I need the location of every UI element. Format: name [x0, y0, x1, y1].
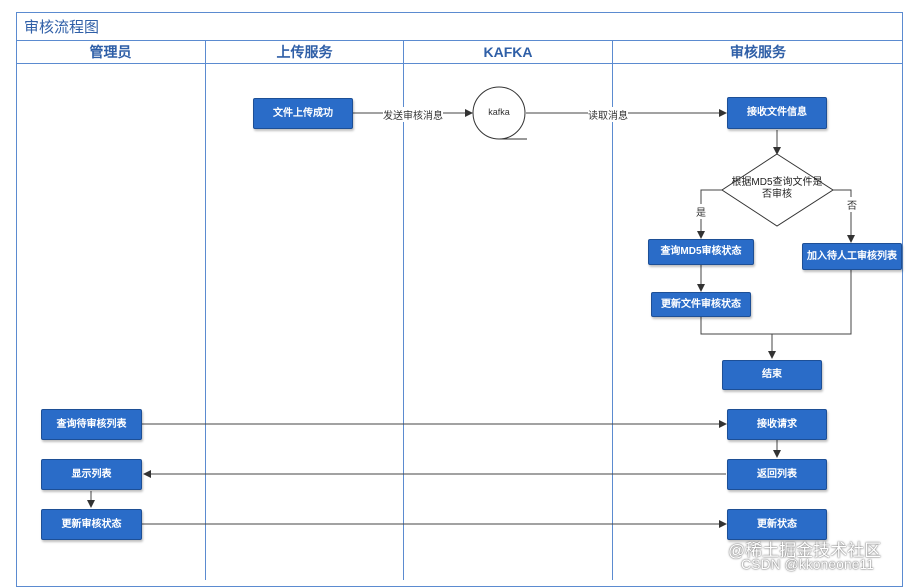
lane-header-divider: [16, 63, 903, 64]
lane-divider: [205, 40, 206, 580]
edge-decision-yes: [697, 189, 722, 239]
title-divider: [16, 40, 903, 41]
node-receive-request: 接收请求: [727, 409, 827, 440]
node-update-audit: 更新审核状态: [41, 509, 142, 540]
edge-decision-no: [833, 189, 855, 243]
node-upload-success: 文件上传成功: [253, 98, 353, 129]
lane-header-kafka: KAFKA: [483, 44, 533, 60]
edge-manual-to-end: [768, 269, 852, 359]
node-add-manual: 加入待人工审核列表: [802, 243, 902, 270]
node-kafka-label: kafka: [488, 107, 510, 117]
node-decision-label: 根据MD5查询文件是否审核: [731, 177, 823, 200]
node-query-pending: 查询待审核列表: [41, 409, 142, 440]
lane-header-upload-service: 上传服务: [276, 44, 333, 60]
node-return-list: 返回列表: [727, 459, 827, 490]
lane-header-audit-service: 审核服务: [730, 44, 786, 60]
node-receive-file: 接收文件信息: [727, 97, 827, 129]
diagram-title: 审核流程图: [24, 19, 100, 36]
lane-divider: [403, 40, 404, 580]
edge-label-yes: 是: [696, 204, 706, 219]
node-show-list: 显示列表: [41, 459, 142, 490]
node-update-status: 更新状态: [727, 509, 827, 540]
node-query-md5: 查询MD5审核状态: [648, 239, 754, 265]
node-update-file-status: 更新文件审核状态: [651, 292, 751, 317]
edge-label-no: 否: [847, 197, 857, 212]
lane-divider: [612, 40, 613, 580]
edge-label-send: 发送审核消息: [383, 107, 443, 122]
lane-header-admin: 管理员: [89, 44, 132, 60]
node-end: 结束: [722, 360, 822, 390]
watermark-line-2: CSDN @kkoneone11: [741, 556, 875, 572]
edge-label-read: 读取消息: [588, 107, 628, 122]
edge-update-to-end-a: [700, 317, 772, 335]
decision-diamond: [721, 153, 834, 227]
watermark-line-1: @稀土掘金技术社区: [728, 541, 882, 560]
